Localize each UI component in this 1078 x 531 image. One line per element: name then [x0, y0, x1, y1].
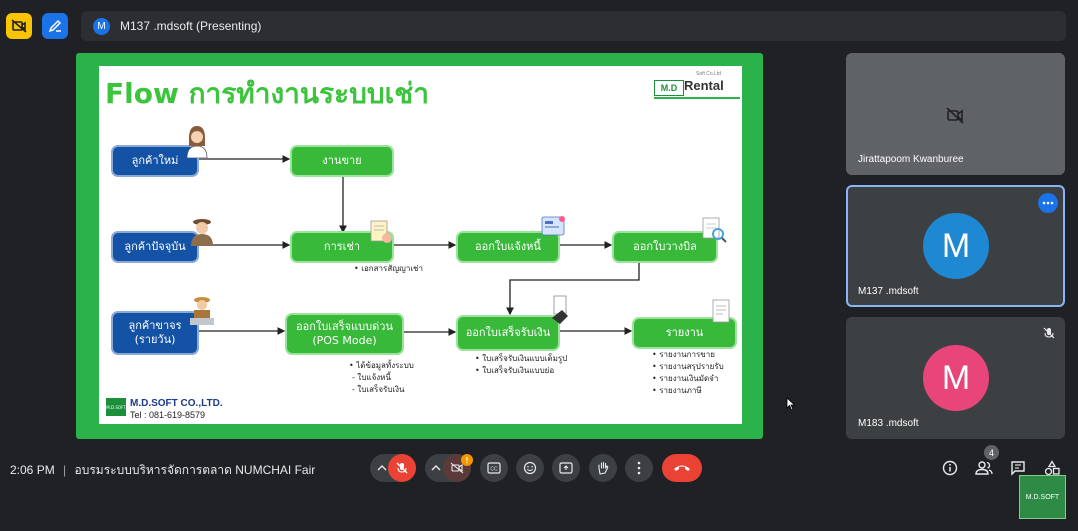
md-rental-logo: Soft Co.Ltd M.D Rental	[654, 71, 740, 99]
clock-time: 2:06 PM	[10, 463, 55, 477]
camera-off-icon	[450, 462, 464, 474]
note-line: • รายงานภาษี	[652, 386, 702, 395]
note-receipt: • ใบเสร็จรับเงินแบบเต็มรูป • ใบเสร็จรับเ…	[475, 353, 567, 377]
mic-options-button[interactable]	[370, 456, 394, 480]
flow-connectors	[196, 155, 640, 336]
camera-off-icon[interactable]	[6, 13, 32, 39]
presenter-label: M137 .mdsoft (Presenting)	[120, 19, 262, 33]
participant-tile-m137[interactable]: M M137 .mdsoft	[846, 185, 1065, 307]
participant-tile-jirattapoom[interactable]: Jirattapoom Kwanburee	[846, 53, 1065, 175]
contract-document-icon	[370, 220, 392, 243]
more-options-button[interactable]	[1038, 193, 1058, 213]
node-receipt: ออกใบเสร็จรับเงิน	[456, 315, 560, 351]
slide-title: Flow การทำงานระบบเช่า	[105, 77, 429, 110]
note-line: • รายงานการขาย	[652, 350, 715, 359]
meeting-details-button[interactable]	[938, 456, 962, 480]
more-options-button[interactable]	[625, 454, 653, 482]
present-to-all-icon	[559, 462, 573, 474]
leave-call-button[interactable]	[662, 454, 702, 482]
camera-options-button[interactable]	[424, 456, 448, 480]
note-line: • เอกสารสัญญาเช่า	[354, 264, 423, 273]
people-icon	[975, 461, 993, 475]
node-billing: ออกใบวางบิล	[612, 231, 718, 263]
footer-tel: Tel : 081-619-8579	[130, 410, 206, 420]
note-line: - ใบเสร็จรับเงิน	[352, 385, 405, 394]
note-line: - ใบแจ้งหนี้	[352, 373, 391, 382]
walkin-customer-figure-icon	[190, 297, 214, 325]
camera-alert-badge: !	[461, 454, 473, 466]
walkin-line-2: (รายวัน)	[134, 333, 176, 346]
footer-logo: M.D.SOFT	[106, 398, 126, 416]
note-line: • ได้ข้อมูลทั้งระบบ	[349, 361, 414, 370]
note-quick: • ได้ข้อมูลทั้งระบบ - ใบแจ้งหนี้ - ใบเสร…	[349, 360, 414, 396]
end-call-icon	[674, 465, 690, 471]
people-button[interactable]	[972, 456, 996, 480]
participant-tile-m183[interactable]: M M183 .mdsoft	[846, 317, 1065, 439]
node-invoice: ออกใบแจ้งหนี้	[456, 231, 560, 263]
chevron-up-icon	[431, 465, 441, 471]
more-horizontal-icon	[1042, 201, 1054, 205]
reactions-button[interactable]	[516, 454, 544, 482]
walkin-line-1: ลูกค้าขาจร	[128, 319, 182, 332]
svg-text:CC: CC	[490, 466, 498, 472]
presenting-bar: M M137 .mdsoft (Presenting)	[81, 11, 1066, 41]
corner-logo: M.D.SOFT	[1019, 475, 1066, 519]
footer-company: M.D.SOFT CO.,LTD.	[130, 398, 223, 409]
captions-button[interactable]: CC	[480, 454, 508, 482]
raise-hand-button[interactable]	[589, 454, 617, 482]
mic-off-icon	[396, 462, 408, 474]
chat-icon	[1011, 461, 1025, 476]
activities-shapes-icon	[1044, 460, 1060, 476]
more-vertical-icon	[637, 461, 641, 475]
mic-toggle-button[interactable]	[388, 454, 416, 482]
node-report: รายงาน	[632, 317, 737, 349]
invoice-screen-icon	[541, 216, 565, 236]
participant-name: M183 .mdsoft	[858, 418, 919, 429]
chat-button[interactable]	[1006, 456, 1030, 480]
present-screen-button[interactable]	[552, 454, 580, 482]
new-customer-figure-icon	[186, 126, 208, 158]
info-icon	[942, 460, 958, 476]
note-line: • ใบเสร็จรับเงินแบบเต็มรูป	[475, 354, 568, 363]
note-line: • รายงานเงินมัดจำ	[652, 374, 719, 383]
activities-button[interactable]	[1040, 456, 1064, 480]
quick-receipt-line-1: ออกใบเสร็จแบบด่วน	[296, 320, 393, 333]
mouse-cursor-icon	[786, 397, 796, 411]
report-document-icon	[712, 299, 730, 323]
slide: Flow การทำงานระบบเช่า Soft Co.Ltd M.D Re…	[99, 66, 742, 424]
logo-underline	[654, 97, 740, 99]
node-current-customer: ลูกค้าปัจจุบัน	[111, 231, 199, 263]
emoji-icon	[523, 461, 537, 475]
node-new-customer: ลูกค้าใหม่	[111, 145, 199, 177]
note-report: • รายงานการขาย • รายงานสรุปรายรับ • รายง…	[652, 349, 724, 397]
people-count-badge: 4	[984, 445, 999, 460]
billing-search-icon	[702, 217, 727, 243]
camera-off-icon	[946, 107, 964, 124]
mic-off-icon	[1043, 327, 1055, 339]
logo-badge: M.D	[654, 80, 684, 96]
node-walkin-customer: ลูกค้าขาจร (รายวัน)	[111, 311, 199, 355]
note-line: • ใบเสร็จรับเงินแบบย่อ	[475, 366, 555, 375]
hand-icon	[598, 461, 609, 475]
whiteboard-pen-icon[interactable]	[42, 13, 68, 39]
participant-avatar: M	[923, 345, 989, 411]
separator: |	[63, 463, 67, 477]
receipt-hand-icon	[552, 295, 568, 324]
participant-avatar: M	[923, 213, 989, 279]
node-quick-receipt: ออกใบเสร็จแบบด่วน (POS Mode)	[285, 313, 404, 355]
meeting-info: 2:06 PM | อบรมระบบบริหารจัดการตลาด NUMCH…	[10, 461, 315, 480]
current-customer-figure-icon	[191, 219, 213, 246]
logo-brand: Rental	[684, 78, 724, 93]
logo-subtitle: Soft Co.Ltd	[696, 71, 722, 77]
meeting-title: อบรมระบบบริหารจัดการตลาด NUMCHAI Fair	[74, 463, 316, 477]
note-rental: • เอกสารสัญญาเช่า	[354, 263, 423, 275]
participant-name: M137 .mdsoft	[858, 286, 919, 297]
presenter-avatar: M	[93, 17, 110, 35]
node-sales: งานขาย	[290, 145, 394, 177]
quick-receipt-line-2: (POS Mode)	[312, 334, 377, 347]
participant-name: Jirattapoom Kwanburee	[858, 154, 964, 165]
chevron-up-icon	[377, 465, 387, 471]
note-line: • รายงานสรุปรายรับ	[652, 362, 724, 371]
closed-captions-icon: CC	[487, 462, 501, 474]
